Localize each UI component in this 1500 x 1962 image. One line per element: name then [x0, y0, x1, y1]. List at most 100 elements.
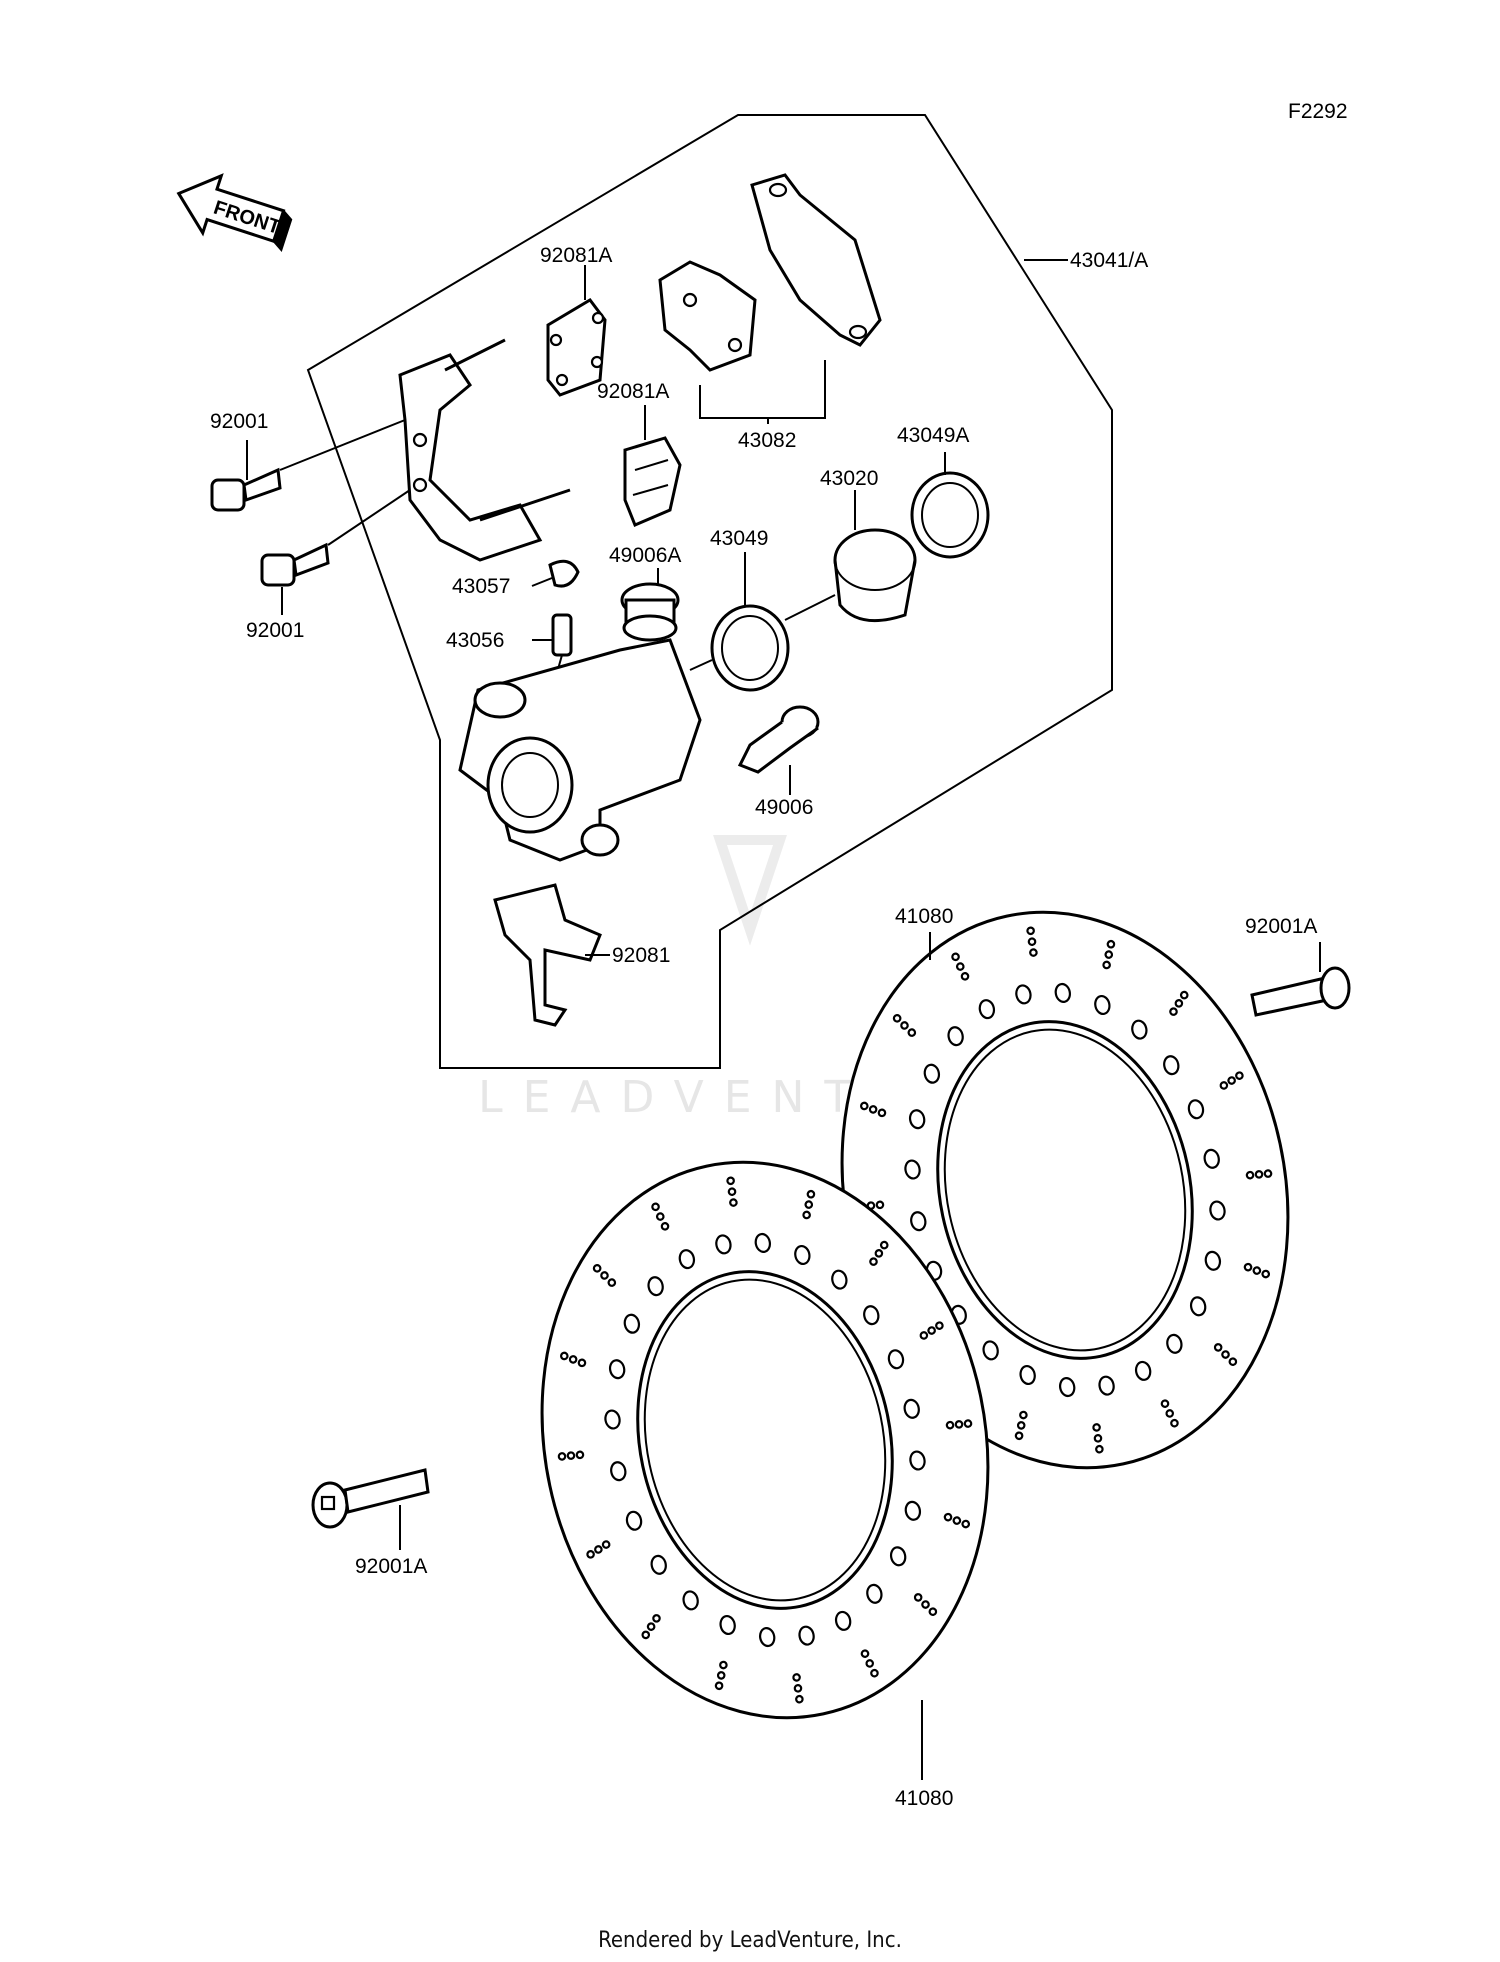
disc-hole: [887, 1349, 905, 1370]
disc-vent-hole: [900, 1021, 909, 1030]
disc-hole: [758, 1627, 776, 1648]
disc-vent-hole: [1019, 1410, 1028, 1420]
front-arrow-icon: FRONT: [176, 173, 293, 252]
label-92001-upper: 92001: [210, 410, 268, 433]
label-41080-rear: 41080: [895, 905, 953, 928]
disc-vent-hole: [1252, 1266, 1262, 1275]
disc-hole: [719, 1614, 736, 1636]
disc-hole: [904, 1500, 922, 1521]
disc-vent-hole: [716, 1671, 726, 1680]
disc-hole: [1163, 1055, 1180, 1076]
disc-vent-hole: [1169, 1007, 1178, 1016]
disc-vent-hole: [806, 1189, 816, 1199]
disc-vent-hole: [557, 1452, 567, 1461]
disc-hole: [903, 1398, 920, 1419]
disc-vent-hole: [568, 1355, 578, 1364]
disc-hole: [834, 1610, 852, 1631]
disc-hole: [1204, 1250, 1222, 1271]
disc-vent-hole: [1093, 1434, 1103, 1443]
disc-hole: [1134, 1360, 1152, 1381]
disc-vent-hole: [954, 1420, 964, 1429]
disc-vent-hole: [1092, 1423, 1101, 1432]
disc-hole: [1209, 1200, 1226, 1221]
disc-vent-hole: [1160, 1399, 1170, 1408]
disc-vent-hole: [1102, 960, 1111, 970]
disc-vent-hole: [1016, 1421, 1026, 1430]
disc-hole: [1189, 1296, 1207, 1317]
disc-vent-hole: [1243, 1262, 1253, 1272]
disc-hole: [623, 1313, 641, 1334]
pad-spring-a-top-part: [546, 298, 607, 397]
disc-vent-hole: [660, 1222, 670, 1231]
caliper-bracket-part: [398, 338, 571, 562]
disc-vent-hole: [1254, 1170, 1264, 1179]
disc-hole: [889, 1546, 907, 1567]
figure-code: F2292: [1288, 100, 1348, 123]
disc-vent-hole: [1170, 1418, 1179, 1428]
disc-vent-hole: [714, 1681, 724, 1691]
label-92081a-top: 92081A: [540, 244, 612, 267]
disc-hole: [754, 1232, 772, 1253]
label-41080-front: 41080: [895, 1787, 953, 1810]
disc-vent-hole: [727, 1187, 737, 1196]
disc-vent-hole: [1104, 950, 1114, 959]
label-43020: 43020: [820, 467, 878, 490]
disc-vent-hole: [607, 1278, 617, 1287]
disc-vent-hole: [928, 1607, 938, 1616]
caliper-body-part: [458, 638, 702, 862]
disc-hole: [908, 1109, 926, 1130]
disc-vent-hole: [892, 1014, 902, 1023]
disc-hole: [982, 1340, 999, 1361]
disc-vent-hole: [1245, 1170, 1255, 1180]
pin-part: [737, 705, 820, 774]
disc-vent-hole: [877, 1108, 887, 1118]
disc-vent-hole: [907, 1028, 917, 1037]
disc-hole: [909, 1450, 926, 1471]
disc-vent-hole: [804, 1200, 814, 1209]
disc-vent-hole: [955, 962, 965, 971]
disc-vent-hole: [1227, 1076, 1236, 1085]
disc-hole: [794, 1244, 811, 1266]
pad-spring-part: [493, 883, 602, 1027]
disc-vent-hole: [600, 1271, 609, 1280]
disc-vent-hole: [859, 1101, 869, 1111]
disc-hole: [1203, 1148, 1220, 1169]
disc-vent-hole: [577, 1358, 587, 1368]
disc-bolt-left-part: [311, 1468, 430, 1529]
disc-vent-hole: [594, 1545, 603, 1554]
bolt-lower-part: [260, 542, 330, 587]
disc-hole: [798, 1625, 815, 1646]
disc-vent-hole: [1027, 937, 1037, 946]
disc-vent-hole: [1106, 939, 1116, 949]
disc-vent-hole: [1029, 948, 1038, 957]
disc-vent-hole: [726, 1176, 735, 1186]
disc-hole: [1094, 994, 1111, 1016]
label-49006: 49006: [755, 796, 813, 819]
disc-hole: [866, 1583, 883, 1604]
disc-vent-hole: [719, 1660, 728, 1670]
footer-credit: Rendered by LeadVenture, Inc.: [598, 1928, 902, 1953]
disc-vent-hole: [1219, 1081, 1229, 1090]
disc-vent-hole: [1165, 1409, 1175, 1418]
disc-hole: [604, 1409, 621, 1430]
disc-vent-hole: [1221, 1350, 1230, 1359]
brake-pads-part: [658, 173, 882, 372]
disc-vent-hole: [943, 1512, 953, 1522]
disc-hole: [678, 1249, 696, 1270]
pad-spring-a-part: [623, 436, 682, 527]
disc-hole: [1015, 984, 1032, 1005]
disc-hole: [608, 1359, 626, 1380]
disc-hole: [610, 1461, 627, 1482]
disc-vent-hole: [655, 1212, 665, 1221]
disc-vent-hole: [1014, 1431, 1024, 1441]
bolt-upper-part: [210, 467, 282, 512]
label-92001a-right: 92001A: [1245, 915, 1317, 938]
disc-vent-hole: [592, 1264, 602, 1273]
piston-part: [833, 528, 917, 623]
disc-vent-hole: [601, 1540, 611, 1549]
bleed-valve-part: [547, 613, 573, 706]
disc-hole: [1058, 1377, 1076, 1398]
disc-vent-hole: [1235, 1071, 1244, 1080]
disc-vent-hole: [802, 1210, 811, 1220]
disc-vent-hole: [651, 1202, 660, 1212]
